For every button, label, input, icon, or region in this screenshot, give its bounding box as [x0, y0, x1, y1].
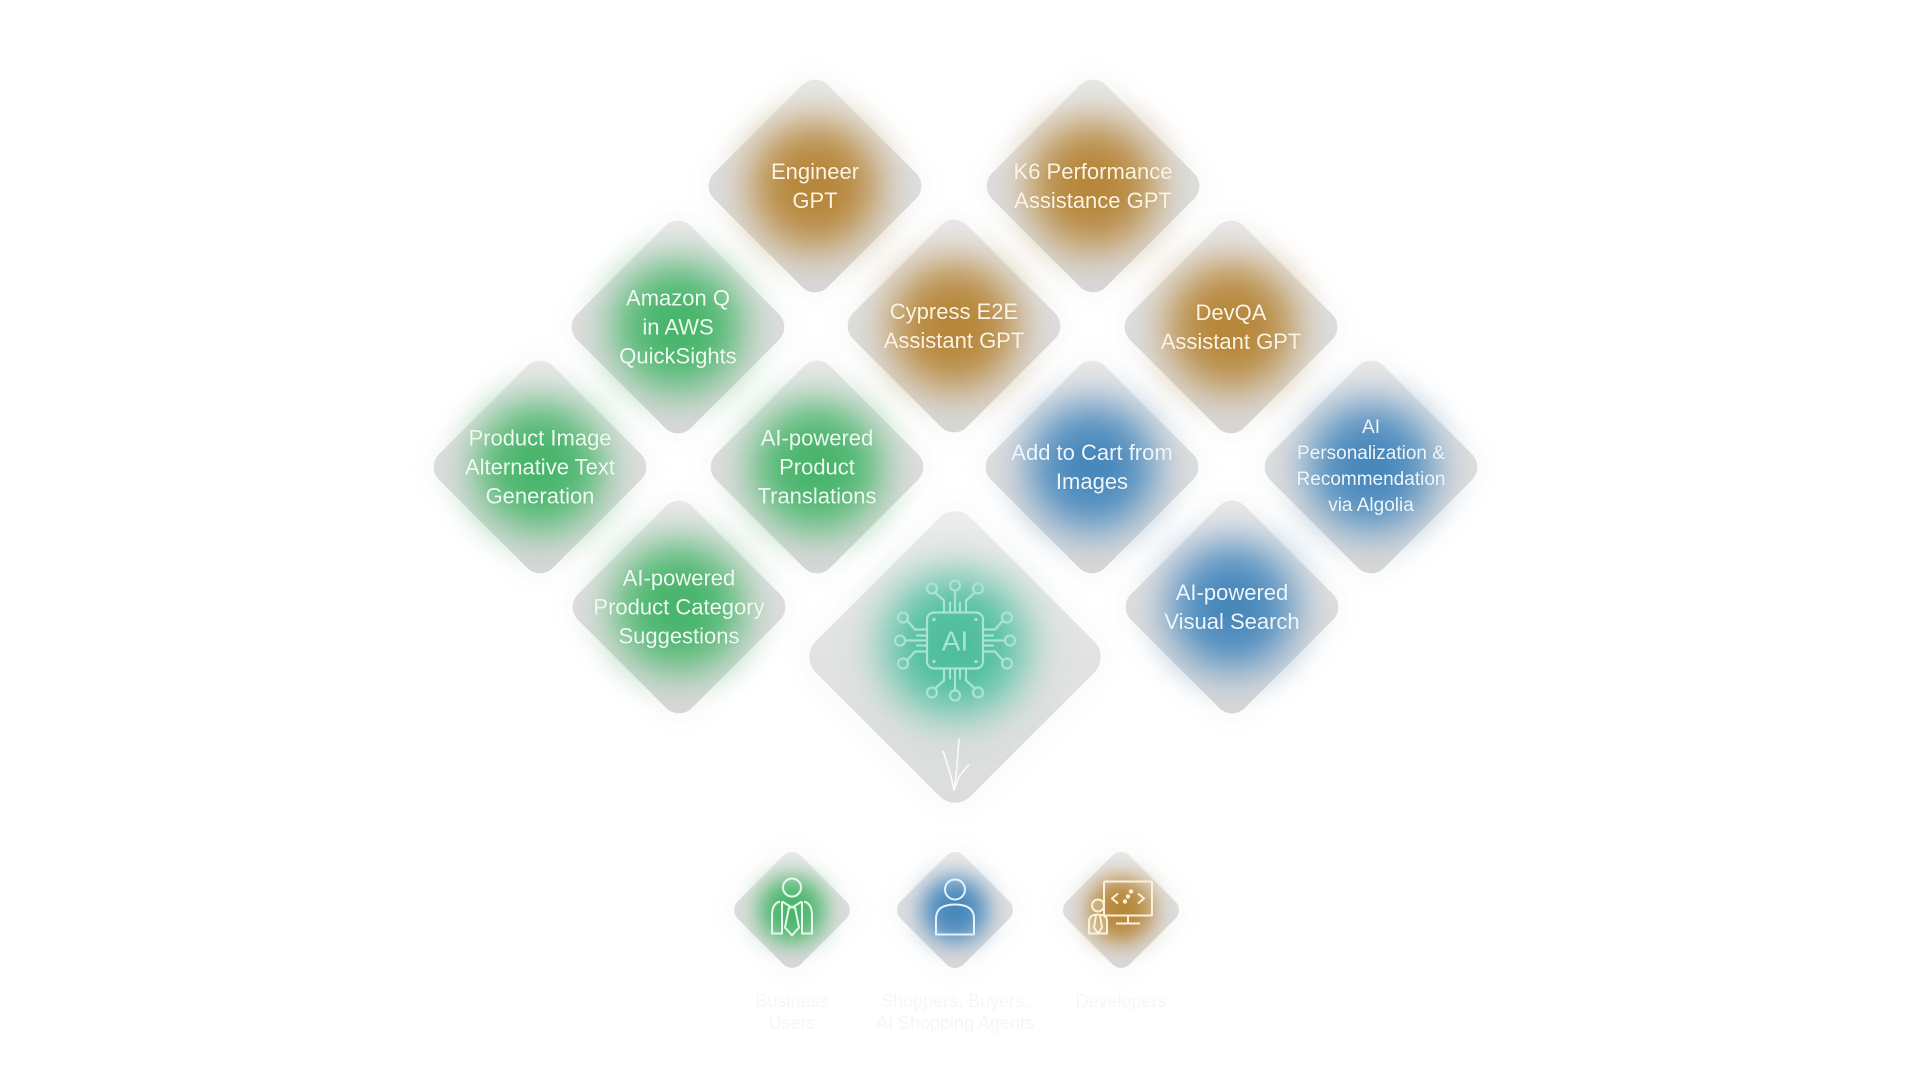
persona-business-users [729, 847, 855, 973]
label-line: Product Category [593, 594, 765, 620]
tile-label: AI-powered Visual Search [1164, 578, 1299, 636]
tile-label: Product Image Alternative Text Generatio… [465, 424, 615, 511]
label-line: via Algolia [1328, 495, 1414, 516]
tile-product-translations: AI-powered Product Translations [703, 353, 931, 581]
label-line: Cypress E2E [889, 299, 1019, 324]
label-line: AI-powered [1175, 580, 1289, 605]
ai-chip-icon: AI [889, 575, 1021, 712]
tile-devqa: DevQA Assistant GPT [1117, 213, 1345, 441]
label-line: Shoppers, Buyers, [880, 991, 1030, 1011]
glow [1007, 382, 1177, 552]
brand-logo-icon [935, 737, 975, 802]
label-line: Images [1055, 469, 1129, 494]
label-line: K6 Performance [1013, 159, 1173, 184]
tile-label: Amazon Q in AWS QuickSights [619, 284, 736, 371]
tile-product-category: AI-powered Product Category Suggestions [565, 493, 793, 721]
persona-developers [1058, 847, 1184, 973]
glow [1008, 101, 1178, 271]
glow [911, 866, 999, 954]
glow [1286, 382, 1456, 552]
label-line: Developers [1075, 991, 1167, 1011]
tile-label: AI-powered Product Translations [757, 424, 876, 511]
tile-label: DevQA Assistant GPT [1161, 298, 1302, 356]
persona-label-business: Business Users [755, 990, 828, 1034]
tile-add-to-cart-images: Add to Cart from Images [978, 353, 1206, 581]
label-line: AI Shopping Agents [875, 1013, 1035, 1033]
persona-label-shoppers: Shoppers, Buyers, AI Shopping Agents [876, 990, 1034, 1034]
label-line: Assistant GPT [1160, 329, 1302, 354]
persona-label-developers: Developers [1075, 990, 1166, 1012]
label-line: Personalization & [1297, 443, 1445, 464]
user-icon [931, 877, 979, 944]
tile-label: AI-powered Product Category Suggestions [593, 564, 764, 651]
developer-monitor-icon [1086, 880, 1156, 941]
tile-label: Cypress E2E Assistant GPT [884, 297, 1025, 355]
tile-product-image-alt-text: Product Image Alternative Text Generatio… [426, 353, 654, 581]
svg-text:AI: AI [942, 626, 968, 657]
glow [730, 101, 900, 271]
label-line: Assistance GPT [1014, 188, 1172, 213]
label-line: Assistant GPT [883, 328, 1025, 353]
tile-ai-personalization: AI Personalization & Recommendation via … [1257, 353, 1485, 581]
label-line: Generation [485, 483, 595, 509]
label-line: Product [779, 454, 855, 480]
tile-engineer-gpt: Engineer GPT [701, 72, 929, 300]
glow [594, 522, 764, 692]
label-line: DevQA [1195, 300, 1267, 325]
glow [860, 550, 1050, 740]
label-line: GPT [792, 188, 838, 213]
tile-label: AI Personalization & Recommendation via … [1297, 415, 1446, 519]
glow [869, 241, 1039, 411]
label-line: Visual Search [1164, 609, 1300, 634]
glow [748, 866, 836, 954]
label-line: QuickSights [619, 343, 737, 369]
label-line: Users [768, 1013, 816, 1033]
tile-label: Engineer GPT [771, 157, 859, 215]
tile-label: Add to Cart from Images [1011, 438, 1172, 496]
glow [593, 242, 763, 412]
label-line: AI-powered [760, 425, 874, 451]
label-line: Engineer [770, 159, 860, 184]
label-line: AI-powered [622, 565, 736, 591]
businessman-icon [768, 876, 816, 945]
label-line: AI [1362, 417, 1380, 438]
tile-label: K6 Performance Assistance GPT [1014, 157, 1173, 215]
glow [455, 382, 625, 552]
glow [1147, 522, 1317, 692]
tile-k6-performance: K6 Performance Assistance GPT [979, 72, 1207, 300]
label-line: Product Image [468, 425, 612, 451]
glow [1146, 242, 1316, 412]
glow [732, 382, 902, 552]
label-line: Suggestions [618, 623, 740, 649]
label-line: Recommendation [1296, 469, 1446, 490]
tile-ai-core: AI [800, 502, 1110, 812]
label-line: Amazon Q [626, 285, 730, 311]
persona-shoppers [892, 847, 1018, 973]
tile-cypress-e2e: Cypress E2E Assistant GPT [840, 212, 1068, 440]
tile-visual-search: AI-powered Visual Search [1118, 493, 1346, 721]
label-line: Alternative Text [464, 454, 616, 480]
label-line: Add to Cart from [1011, 440, 1173, 465]
label-line: Translations [757, 483, 877, 509]
tile-amazon-q: Amazon Q in AWS QuickSights [564, 213, 792, 441]
label-line: in AWS [642, 314, 714, 340]
label-line: Business [755, 991, 829, 1011]
